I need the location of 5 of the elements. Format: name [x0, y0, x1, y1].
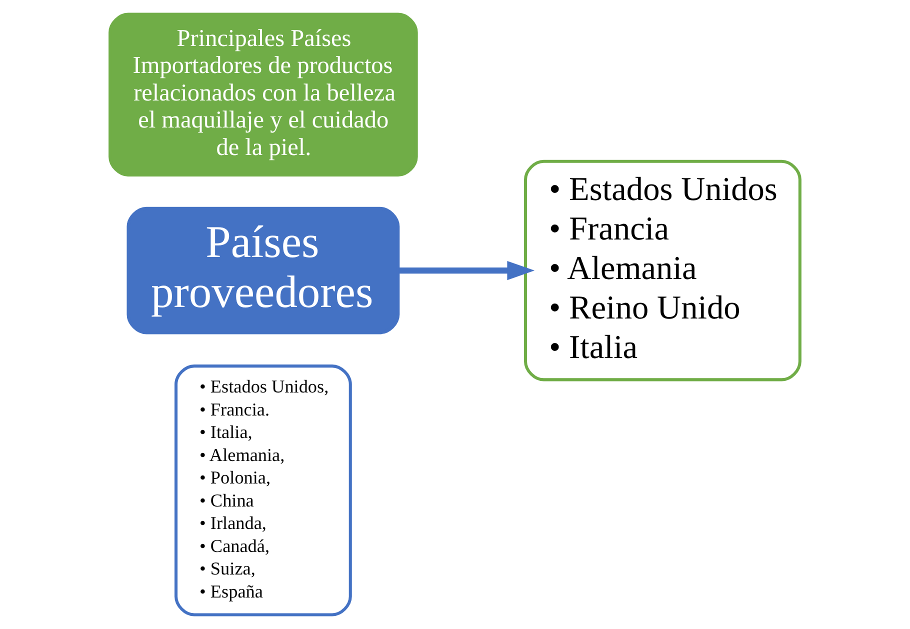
node-box: Principales Países Importadores de productos relacionados con la belleza el maquillaje y el cuidado de la piel.: [108, 12, 418, 177]
node-box: • Estados Unidos • Francia • Alemania • Reino Unido • Italia: [524, 160, 802, 382]
arrow: [398, 260, 535, 280]
node-box: Países proveedores: [126, 206, 400, 334]
node-box: • Estados Unidos, • Francia. • Italia, • Alemania, • Polonia, • China • Irlanda, • Canadá, • Suiza, • España: [174, 364, 352, 616]
